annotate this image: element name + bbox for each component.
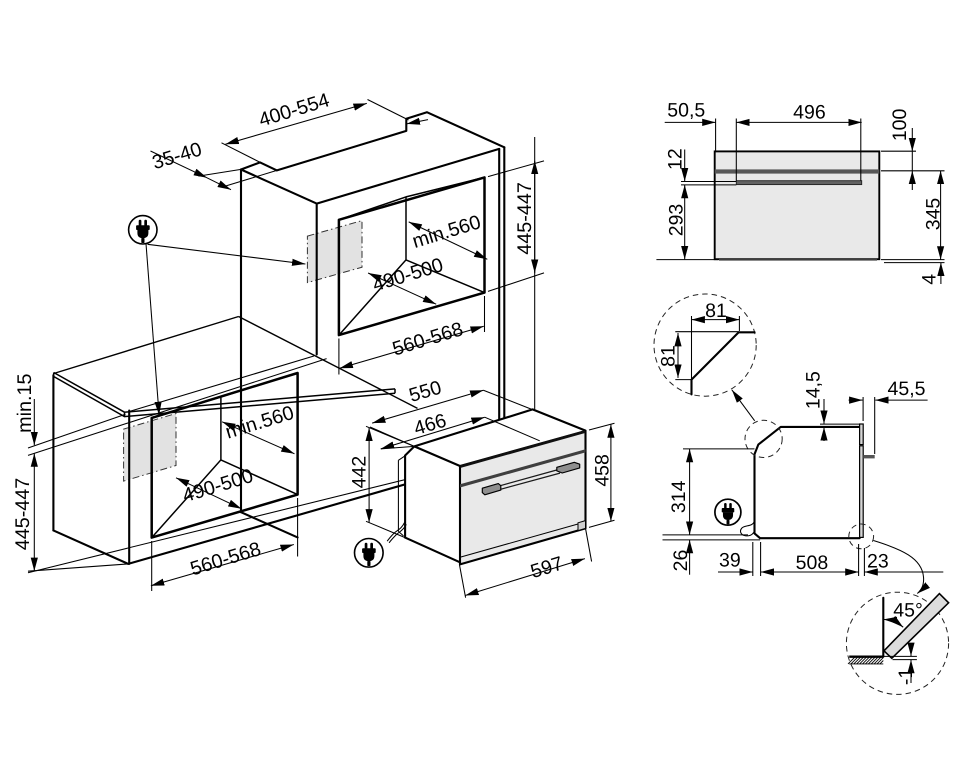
svg-text:508: 508 — [796, 552, 829, 574]
svg-text:min.15: min.15 — [14, 374, 36, 433]
svg-text:100: 100 — [889, 108, 911, 141]
svg-text:81: 81 — [658, 345, 680, 367]
svg-text:445-447: 445-447 — [12, 478, 34, 551]
svg-text:45,5: 45,5 — [888, 378, 926, 400]
svg-text:23: 23 — [867, 551, 889, 573]
svg-text:45°: 45° — [893, 599, 923, 621]
svg-text:81: 81 — [705, 300, 727, 322]
svg-text:50,5: 50,5 — [667, 99, 705, 121]
svg-text:345: 345 — [923, 198, 945, 231]
svg-text:12: 12 — [665, 148, 687, 170]
svg-text:-1: -1 — [895, 668, 917, 685]
svg-text:496: 496 — [793, 102, 826, 124]
svg-text:314: 314 — [668, 480, 690, 513]
svg-text:26: 26 — [670, 550, 692, 572]
svg-text:4: 4 — [919, 274, 941, 285]
svg-text:293: 293 — [665, 204, 687, 237]
svg-text:458: 458 — [591, 454, 613, 487]
svg-text:39: 39 — [719, 550, 741, 572]
svg-text:14,5: 14,5 — [803, 371, 825, 409]
svg-text:442: 442 — [349, 456, 371, 489]
svg-text:445-447: 445-447 — [514, 182, 536, 255]
